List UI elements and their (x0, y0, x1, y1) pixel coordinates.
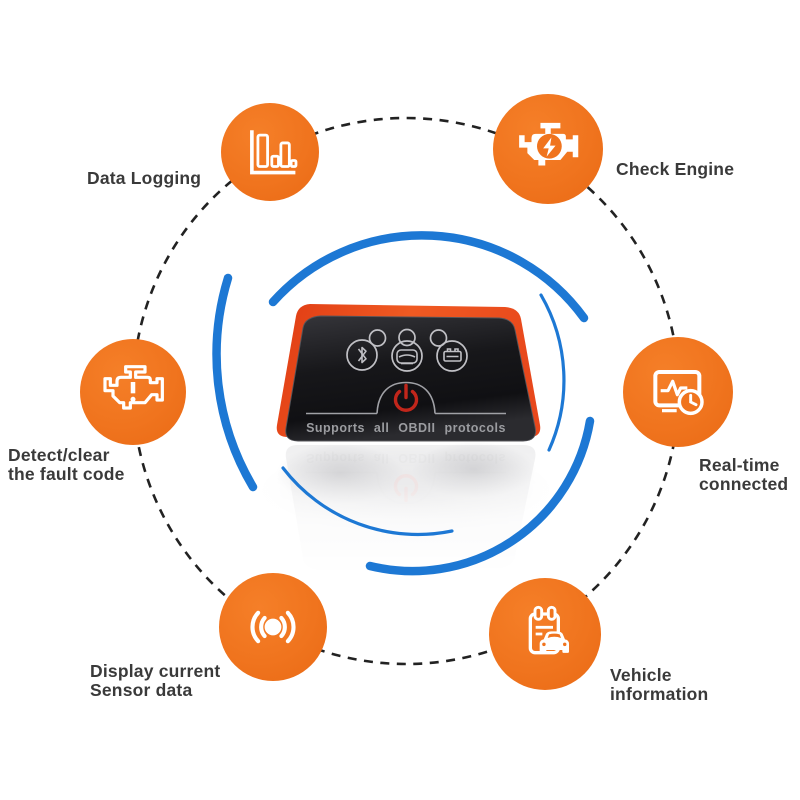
real-time-label: Real-time connected (699, 455, 789, 494)
engine-warning-icon (103, 365, 164, 410)
clipboard-car-icon (528, 605, 569, 655)
device-indicators (346, 328, 468, 372)
blue-orbit-arcs (212, 231, 595, 576)
bluetooth-indicator-icon (346, 329, 387, 371)
feature-circle-detect-clear (80, 339, 186, 445)
check-engine-label: Check Engine (616, 159, 735, 179)
obd2-device: Supports all OBDII protocols (276, 304, 541, 442)
arc-top (268, 231, 589, 323)
vehicle-info-label: Vehicle information (610, 665, 709, 704)
arc-left (212, 273, 258, 492)
data-logging-label: Data Logging (87, 168, 202, 188)
feature-circle-real-time (623, 337, 733, 447)
arc-bottom-right (365, 416, 595, 576)
detect-clear-label: Detect/clear the fault code (8, 445, 125, 484)
bar-chart-icon (250, 130, 298, 175)
power-button-icon (393, 383, 419, 412)
battery-indicator-icon (429, 329, 468, 372)
sensor-signal-icon (250, 610, 296, 644)
sensor-data-label: Display current Sensor data (90, 661, 221, 700)
protocol-text: Supports all OBDII protocols (306, 421, 506, 435)
device-reflection: Supports all OBDII protocols (225, 442, 595, 582)
feature-circle-vehicle-info (489, 578, 601, 690)
monitor-clock-icon (653, 370, 704, 416)
feature-circle-data-logging (221, 103, 319, 201)
device-face-line (306, 381, 506, 415)
engine-bolt-icon (519, 122, 579, 166)
feature-circle-check-engine (493, 94, 603, 204)
car-indicator-icon (391, 328, 423, 372)
feature-circle-sensor-data (219, 573, 327, 681)
arc-thin-right (539, 293, 566, 452)
arc-thin-bottom (281, 466, 454, 537)
